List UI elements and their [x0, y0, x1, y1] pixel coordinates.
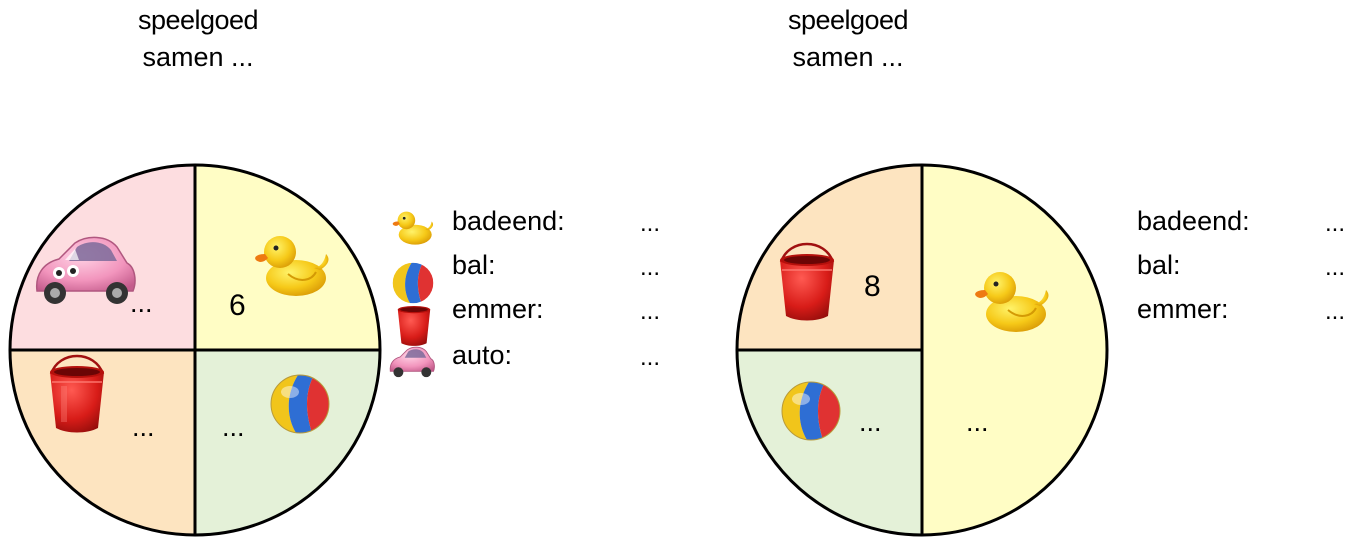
data-label-badeend: ... — [966, 407, 989, 437]
pie-chart-toys: ... 6 ... ... — [8, 163, 435, 537]
data-label-bal: ... — [859, 407, 882, 437]
rubber-duck-icon — [392, 211, 434, 245]
legend-label: bal: — [452, 250, 496, 280]
legend-value: ... — [1325, 298, 1346, 325]
toy-car-icon — [389, 346, 435, 378]
legend-value: ... — [1325, 210, 1346, 237]
legend-label: badeend: — [1137, 206, 1250, 236]
beach-ball-icon — [270, 374, 330, 434]
rubber-duck-icon — [975, 272, 1049, 332]
legend-label: emmer: — [1137, 294, 1229, 324]
toy-car-icon — [35, 236, 136, 304]
chart-title: speelgoed — [787, 5, 909, 35]
legend-value: ... — [640, 298, 661, 325]
data-label-badeend: 6 — [229, 289, 246, 322]
legend-value: ... — [1325, 254, 1346, 281]
chart-panel-toys-3: speelgoed samen ... — [681, 0, 1362, 539]
bucket-icon — [49, 354, 105, 433]
beach-ball-icon — [392, 262, 434, 304]
pie-chart-toys: 8 ... ... — [735, 163, 1109, 537]
chart-title: speelgoed — [137, 5, 259, 35]
legend-value: ... — [640, 210, 661, 237]
pie-slice-bal — [195, 350, 380, 535]
data-label-auto: ... — [130, 288, 153, 318]
legend-label: badeend: — [452, 206, 565, 236]
legend-value: ... — [640, 254, 661, 281]
chart-subtitle: samen ... — [792, 42, 904, 72]
legend-label: emmer: — [452, 294, 544, 324]
legend-label: auto: — [452, 340, 513, 370]
data-label-emmer: ... — [132, 412, 155, 442]
rubber-duck-icon — [255, 236, 329, 296]
chart-panel-toys-4: speelgoed samen ... — [8, 5, 661, 537]
pie-slice-bal — [737, 350, 922, 535]
data-label-emmer: 8 — [864, 270, 881, 303]
legend-value: ... — [640, 344, 661, 371]
legend-label: bal: — [1137, 250, 1181, 280]
chart-subtitle: samen ... — [142, 42, 254, 72]
data-label-bal: ... — [222, 412, 245, 442]
bucket-icon — [397, 306, 431, 346]
bucket-icon — [779, 242, 835, 321]
beach-ball-icon — [781, 381, 841, 441]
pie-slice-badeend — [922, 165, 1107, 535]
